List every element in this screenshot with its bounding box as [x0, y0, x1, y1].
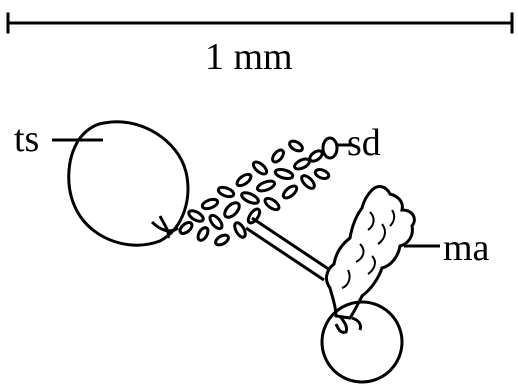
label-ma: ma — [443, 229, 489, 267]
connecting-duct — [246, 218, 330, 280]
scale-bar-label: 1 mm — [205, 38, 293, 76]
accessory-gland-structure — [327, 187, 415, 318]
basal-vesicle-structure — [322, 302, 402, 382]
label-sd: sd — [347, 124, 381, 162]
accessory-gland-texture — [342, 210, 394, 288]
label-ts: ts — [14, 120, 39, 158]
testis-duct — [152, 216, 178, 238]
seminal-duct-coils — [178, 138, 337, 247]
scale-bar — [8, 14, 512, 32]
